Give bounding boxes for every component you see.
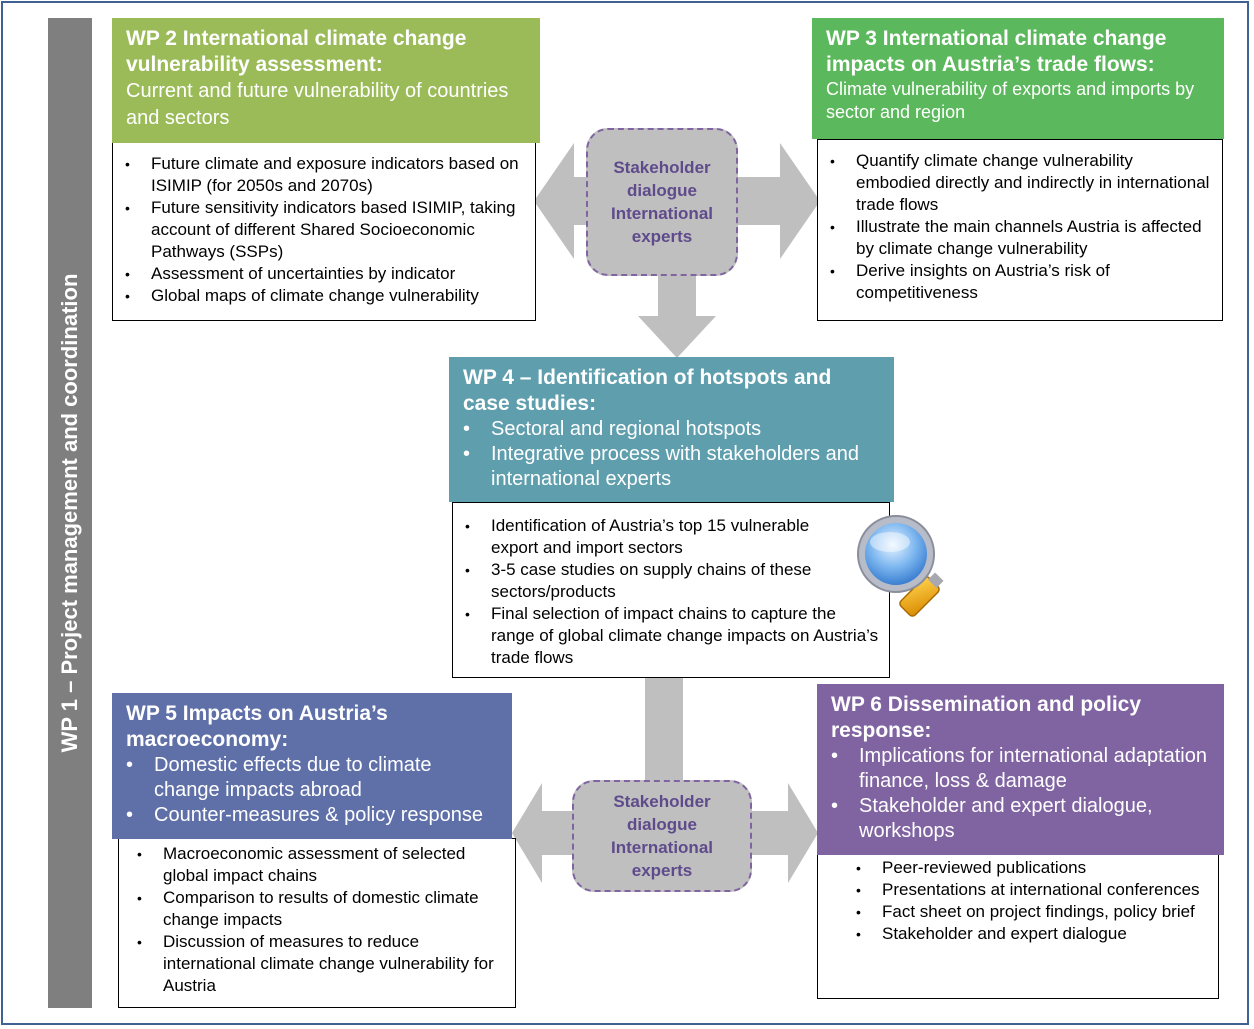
stakeholder-dialogue-bottom: Stakeholder dialogue International exper… xyxy=(572,780,752,892)
wp4-item: 3-5 case studies on supply chains of the… xyxy=(463,559,879,603)
wp5-item-list: Macroeconomic assessment of selected glo… xyxy=(135,843,505,997)
wp3-subtitle: Climate vulnerability of exports and imp… xyxy=(826,79,1195,122)
wp3-item: Derive insights on Austria’s risk of com… xyxy=(828,260,1212,304)
arrow-down-to-wp4 xyxy=(638,240,716,358)
wp1-project-management-bar: WP 1 – Project management and coordinati… xyxy=(48,18,92,1008)
wp2-details: Future climate and exposure indicators b… xyxy=(112,142,536,321)
wp6-head-list: Implications for international adaptatio… xyxy=(831,744,1210,844)
stakeholder-line: dialogue xyxy=(627,815,697,834)
magnifying-glass-icon xyxy=(857,515,944,617)
wp5-item: Macroeconomic assessment of selected glo… xyxy=(135,843,505,887)
wp4-item-list: Identification of Austria’s top 15 vulne… xyxy=(463,515,879,669)
wp3-title: WP 3 International climate change impact… xyxy=(826,27,1167,76)
wp3-item: Quantify climate change vulnerability em… xyxy=(828,150,1212,216)
stakeholder-dialogue-top: Stakeholder dialogue International exper… xyxy=(586,128,738,276)
wp5-item: Discussion of measures to reduce interna… xyxy=(135,931,505,997)
wp5-details: Macroeconomic assessment of selected glo… xyxy=(118,838,516,1008)
wp4-head-item: Sectoral and regional hotspots xyxy=(463,417,880,442)
wp6-item: Stakeholder and expert dialogue xyxy=(854,923,1208,945)
down-arrow xyxy=(638,240,716,358)
wp5-item: Comparison to results of domestic climat… xyxy=(135,887,505,931)
wp2-subtitle: Current and future vulnerability of coun… xyxy=(126,80,509,129)
wp6-head-item: Stakeholder and expert dialogue, worksho… xyxy=(831,794,1210,844)
wp6-details: Peer-reviewed publications Presentations… xyxy=(817,854,1219,999)
wp6-head-item: Implications for international adaptatio… xyxy=(831,744,1210,794)
wp6-title: WP 6 Dissemination and policy response: xyxy=(831,693,1142,742)
wp4-item: Final selection of impact chains to capt… xyxy=(463,603,879,669)
wp6-item: Peer-reviewed publications xyxy=(854,857,1208,879)
wp6-item: Fact sheet on project findings, policy b… xyxy=(854,901,1208,923)
stakeholder-line: International xyxy=(610,838,713,857)
wp5-head-item: Counter-measures & policy response xyxy=(126,803,498,828)
wp6-item: Presentations at international conferenc… xyxy=(854,879,1208,901)
wp5-head-list: Domestic effects due to climate change i… xyxy=(126,753,498,828)
wp5-title: WP 5 Impacts on Austria’s macroeconomy: xyxy=(126,702,388,751)
wp2-item: Future sensitivity indicators based ISIM… xyxy=(123,197,525,263)
connector-bar xyxy=(645,678,683,788)
wp3-item-list: Quantify climate change vulnerability em… xyxy=(828,150,1212,304)
wp4-title: WP 4 – Identification of hotspots and ca… xyxy=(463,366,832,415)
wp6-header: WP 6 Dissemination and policy response: … xyxy=(817,684,1224,855)
wp3-item: Illustrate the main channels Austria is … xyxy=(828,216,1212,260)
wp5-head-item: Domestic effects due to climate change i… xyxy=(126,753,498,803)
wp4-head-item: Integrative process with stakeholders an… xyxy=(463,442,880,492)
wp3-header: WP 3 International climate change impact… xyxy=(812,18,1224,139)
wp2-item: Assessment of uncertainties by indicator xyxy=(123,263,525,285)
stakeholder-line: experts xyxy=(631,227,693,246)
wp2-title: WP 2 International climate change vulner… xyxy=(126,27,467,76)
wp4-details: Identification of Austria’s top 15 vulne… xyxy=(452,502,890,678)
wp4-to-bottom-connector xyxy=(645,678,683,788)
wp6-item-list: Peer-reviewed publications Presentations… xyxy=(854,857,1208,945)
wp5-header: WP 5 Impacts on Austria’s macroeconomy: … xyxy=(112,693,512,839)
wp4-item: Identification of Austria’s top 15 vulne… xyxy=(463,515,879,559)
stakeholder-line: Stakeholder xyxy=(613,158,711,177)
wp4-head-list: Sectoral and regional hotspots Integrati… xyxy=(463,417,880,492)
wp2-item-list: Future climate and exposure indicators b… xyxy=(123,153,525,307)
wp2-item: Global maps of climate change vulnerabil… xyxy=(123,285,525,307)
wp3-details: Quantify climate change vulnerability em… xyxy=(817,139,1223,321)
stakeholder-line: dialogue xyxy=(627,181,697,200)
wp4-header: WP 4 – Identification of hotspots and ca… xyxy=(449,357,894,502)
wp2-item: Future climate and exposure indicators b… xyxy=(123,153,525,197)
wp1-label: WP 1 – Project management and coordinati… xyxy=(57,273,82,753)
stakeholder-line: experts xyxy=(631,861,693,880)
stakeholder-line: International xyxy=(610,204,713,223)
stakeholder-line: Stakeholder xyxy=(613,792,711,811)
wp2-header: WP 2 International climate change vulner… xyxy=(112,18,540,143)
